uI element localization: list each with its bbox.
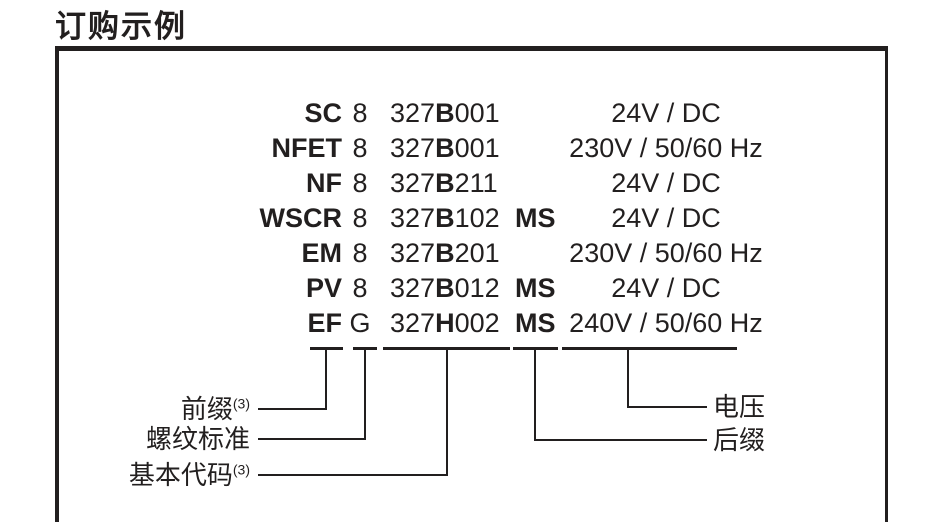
suffix-callout-line (534, 349, 536, 441)
voltage-callout-line (627, 349, 629, 408)
prefix-value: EF (307, 308, 342, 338)
base-code-label: 基本代码(3) (0, 460, 250, 490)
voltage-value: 24V / DC (611, 168, 721, 198)
prefix-value: NFET (271, 133, 343, 163)
voltage-underline (562, 347, 737, 350)
voltage-label-text: 电压 (713, 392, 766, 422)
base-code-variant: 201 (454, 238, 500, 268)
base-code-variant: 001 (454, 133, 500, 163)
voltage-value: 240V / 50/60 Hz (569, 308, 763, 338)
base-code-value: 327B001 (390, 131, 500, 166)
page-title: 订购示例 (55, 9, 187, 44)
thread-standard-label: 螺纹标准 (0, 424, 250, 454)
base-code-variant: 002 (454, 308, 500, 338)
suffix-label-text: 后缀 (713, 425, 766, 455)
prefix-label-text: 前缀 (180, 394, 233, 424)
thread-standard-value: 8 (352, 238, 368, 268)
base-code-callout-line (446, 349, 448, 476)
prefix-value: PV (305, 273, 342, 303)
base-code-number: 327 (390, 273, 436, 303)
base-code-label-footnote: (3) (232, 461, 250, 478)
suffix-underline (513, 347, 558, 350)
base-code-letter: B (435, 238, 455, 268)
order-example-row: EF G 327H002 MS 240V / 50/60 Hz (0, 306, 930, 341)
voltage-value: 24V / DC (611, 98, 721, 128)
prefix-value: EM (301, 238, 343, 268)
thread-standard-value: 8 (352, 273, 368, 303)
base-code-number: 327 (390, 168, 436, 198)
base-code-letter: B (435, 98, 455, 128)
base-code-value: 327B102 (390, 201, 500, 236)
suffix-label: 后缀 (713, 425, 765, 455)
base-code-variant: 102 (454, 203, 500, 233)
base-code-letter: B (435, 168, 455, 198)
suffix-value: MS (515, 273, 556, 303)
prefix-value: SC (304, 98, 342, 128)
base-code-underline (383, 347, 510, 350)
thread-standard-value: G (349, 308, 371, 338)
thread-standard-value: 8 (352, 168, 368, 198)
suffix-value: MS (515, 203, 556, 233)
voltage-value: 230V / 50/60 Hz (569, 133, 763, 163)
prefix-connector-line (258, 408, 327, 410)
suffix-connector-line (534, 439, 707, 441)
base-code-number: 327 (390, 308, 436, 338)
base-code-value: 327B001 (390, 96, 500, 131)
base-code-letter: B (435, 133, 455, 163)
base-code-letter: B (435, 273, 455, 303)
content-frame-border (55, 46, 888, 522)
prefix-underline (310, 347, 343, 350)
base-code-value: 327B211 (390, 166, 498, 201)
base-code-letter: H (435, 308, 455, 338)
base-code-value: 327H002 (390, 306, 500, 341)
base-code-variant: 001 (454, 98, 500, 128)
prefix-label: 前缀(3) (0, 394, 250, 424)
order-example-row: NF 8 327B211 24V / DC (0, 166, 930, 201)
thread-underline (353, 347, 377, 350)
prefix-value: NF (306, 168, 342, 198)
prefix-callout-line (325, 349, 327, 410)
base-code-variant: 211 (454, 168, 498, 198)
suffix-value: MS (515, 308, 556, 338)
base-code-value: 327B012 (390, 271, 500, 306)
thread-standard-value: 8 (352, 98, 368, 128)
base-code-number: 327 (390, 98, 436, 128)
prefix-label-footnote: (3) (232, 395, 250, 412)
voltage-label: 电压 (713, 392, 765, 422)
voltage-value: 24V / DC (611, 203, 721, 233)
thread-callout-line (364, 349, 366, 440)
order-example-row: EM 8 327B201 230V / 50/60 Hz (0, 236, 930, 271)
order-example-row: PV 8 327B012 MS 24V / DC (0, 271, 930, 306)
thread-standard-value: 8 (352, 203, 368, 233)
order-example-row: SC 8 327B001 24V / DC (0, 96, 930, 131)
base-code-number: 327 (390, 238, 436, 268)
base-code-label-text: 基本代码 (128, 460, 233, 490)
order-example-row: WSCR 8 327B102 MS 24V / DC (0, 201, 930, 236)
thread-standard-label-text: 螺纹标准 (145, 424, 250, 454)
prefix-value: WSCR (259, 203, 343, 233)
thread-connector-line (258, 438, 366, 440)
order-example-row: NFET 8 327B001 230V / 50/60 Hz (0, 131, 930, 166)
thread-standard-value: 8 (352, 133, 368, 163)
voltage-value: 230V / 50/60 Hz (569, 238, 763, 268)
voltage-connector-line (627, 406, 707, 408)
base-code-letter: B (435, 203, 455, 233)
base-code-value: 327B201 (390, 236, 500, 271)
base-code-variant: 012 (454, 273, 500, 303)
voltage-value: 24V / DC (611, 273, 721, 303)
base-code-number: 327 (390, 203, 436, 233)
base-code-connector-line (258, 474, 448, 476)
base-code-number: 327 (390, 133, 436, 163)
